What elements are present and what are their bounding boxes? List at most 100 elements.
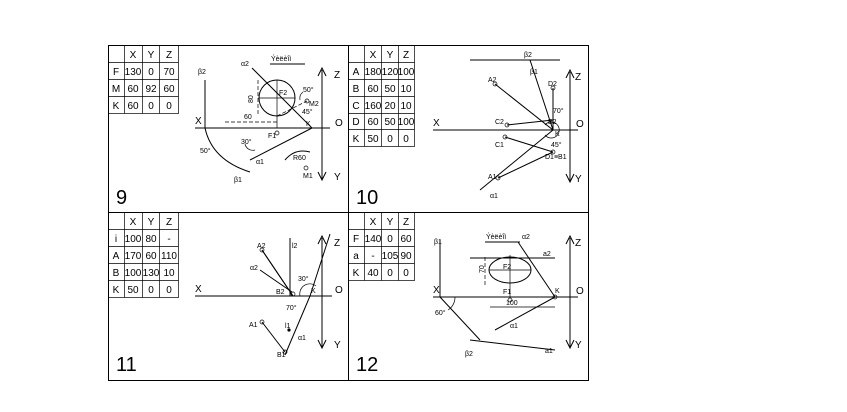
label-a2: A2 — [257, 243, 266, 250]
label-70: 70° — [286, 304, 297, 312]
table-11-cell: 100 — [125, 234, 142, 245]
label-c1: C1 — [495, 142, 504, 149]
table-12-header-x: X — [370, 217, 377, 228]
label-d1b1: D1≡B1 — [545, 154, 567, 161]
label-alpha1: α1 — [490, 193, 498, 200]
drawing-12: X Z Y O Ýèëèîì F2 F1 a2 a1 K 70 — [433, 232, 584, 358]
table-10-header-z: Z — [403, 50, 409, 61]
label-a1: A1 — [249, 322, 258, 329]
table-11-cell: B — [113, 268, 120, 279]
table-9-cell: 60 — [127, 84, 139, 95]
table-12-cell: 60 — [400, 234, 412, 245]
label-k: K — [555, 131, 560, 138]
table-10-cell: 60 — [367, 84, 379, 95]
table-10-cell: 180 — [365, 67, 382, 78]
table-10-cell: D — [352, 117, 359, 128]
label-dim-100: 100 — [506, 300, 518, 307]
label-k: K — [555, 288, 560, 295]
axis-y-label: Y — [575, 174, 582, 185]
table-9-cell: 0 — [148, 101, 154, 112]
label-m2: M2 — [309, 101, 319, 108]
label-beta1: β1 — [234, 177, 242, 184]
label-45: 45° — [551, 141, 562, 149]
label-dim-60: 60 — [244, 114, 252, 121]
label-b2: B2 — [276, 289, 285, 296]
table-11-cell: 50 — [127, 285, 139, 296]
axis-y-label: Y — [334, 172, 341, 183]
table-11-cell: 0 — [166, 285, 172, 296]
label-r60: R60 — [293, 155, 306, 162]
table-11-cell: K — [113, 285, 120, 296]
table-12-cell: 0 — [387, 268, 393, 279]
panel-number-12: 12 — [356, 354, 378, 376]
table-9-header-y: Y — [148, 50, 155, 61]
drawing-10: X Z Y O A2 D2 B2 C2 C1 A1 D1≡B1 — [433, 52, 584, 200]
drawing-11: X Z Y O A2 l2 B2 K 30° 70° A1 l1 — [195, 233, 343, 359]
table-10-cell: 160 — [365, 101, 382, 112]
table-9-cell: 60 — [127, 101, 139, 112]
table-12-header-z: Z — [403, 217, 409, 228]
label-30: 30° — [241, 138, 252, 146]
table-12-cell: 40 — [367, 268, 379, 279]
origin-label: O — [576, 286, 584, 297]
data-table-12: X Y Z F 140 0 60 a - 105 90 K 40 0 0 — [348, 212, 415, 281]
label-70: 70° — [553, 107, 564, 115]
label-l1: l1 — [285, 323, 291, 330]
table-11-cell: 100 — [125, 268, 142, 279]
table-9-cell: K — [113, 101, 120, 112]
label-beta2: β2 — [465, 351, 473, 358]
label-b2: B2 — [548, 119, 557, 126]
table-9-cell: 130 — [125, 67, 142, 78]
label-beta1: β1 — [434, 239, 442, 246]
table-10-cell: 50 — [384, 117, 396, 128]
table-10-cell: K — [353, 134, 360, 145]
label-beta2: β2 — [198, 69, 206, 76]
label-a2: A2 — [488, 77, 497, 84]
label-b1: B1 — [277, 352, 286, 359]
table-10-cell: A — [353, 67, 360, 78]
label-60: 60° — [435, 309, 446, 317]
label-k: K — [306, 121, 311, 128]
table-12-header-y: Y — [387, 217, 394, 228]
label-d2: D2 — [548, 81, 557, 88]
drawing-9: X Z Y O Ýèëèîì F2 M2 — [195, 54, 343, 184]
table-10-cell: 100 — [398, 67, 415, 78]
table-11-cell: 130 — [143, 268, 160, 279]
axis-z-label: Z — [575, 238, 581, 249]
table-12-cell: 0 — [403, 268, 409, 279]
table-10-cell: 20 — [384, 101, 396, 112]
table-10-cell: 120 — [382, 67, 399, 78]
panel-11: X Y Z i 100 80 - A 170 60 110 B 100 130 … — [108, 212, 343, 376]
axis-z-label: Z — [575, 72, 581, 83]
label-k: K — [311, 288, 316, 295]
axis-x-label: X — [195, 116, 202, 127]
table-9-cell: 0 — [166, 101, 172, 112]
table-9-cell: 60 — [163, 84, 175, 95]
label-beta2: β2 — [524, 52, 532, 59]
table-11-cell: i — [115, 234, 117, 245]
label-45: 45° — [302, 108, 313, 116]
label-f2: F2 — [279, 90, 287, 97]
panel-9: X Y Z F 130 0 70 M 60 92 60 K 60 0 0 X Z… — [108, 45, 343, 209]
table-9-cell: 0 — [148, 67, 154, 78]
label-50a: 50° — [303, 86, 314, 94]
label-f1: F1 — [268, 133, 276, 140]
data-table-11: X Y Z i 100 80 - A 170 60 110 B 100 130 … — [108, 212, 179, 298]
table-10-cell: 0 — [403, 134, 409, 145]
table-11-header-x: X — [130, 217, 137, 228]
label-title: Ýèëèîì — [486, 232, 506, 241]
table-10-header-y: Y — [387, 50, 394, 61]
table-10-cell: C — [352, 101, 359, 112]
table-9-header-z: Z — [166, 50, 172, 61]
table-10-cell: 50 — [367, 134, 379, 145]
axis-x-label: X — [195, 284, 202, 295]
label-f2: F2 — [503, 264, 511, 271]
table-12-cell: 105 — [382, 251, 399, 262]
label-a1: A1 — [488, 174, 497, 181]
table-10-cell: 50 — [384, 84, 396, 95]
axis-y-label: Y — [575, 340, 582, 351]
table-9-cell: M — [112, 84, 120, 95]
table-9-cell: 70 — [163, 67, 175, 78]
table-10-cell: 0 — [387, 134, 393, 145]
